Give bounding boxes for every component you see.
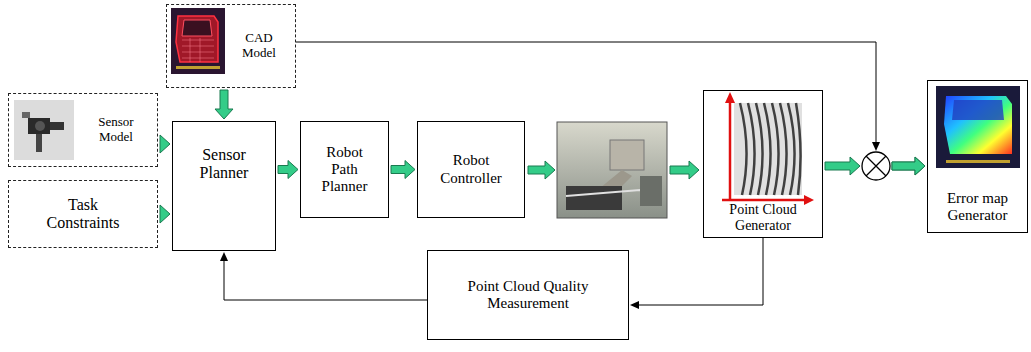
process-box: Robot Path Planner (300, 121, 389, 218)
arrow-head (872, 142, 880, 151)
connector-line (224, 260, 427, 300)
block-arrow (391, 161, 415, 179)
connector-line (638, 238, 763, 305)
error-map-image (936, 86, 1020, 168)
arrow-head (630, 301, 639, 309)
block-arrow (892, 157, 925, 175)
connector (160, 135, 170, 153)
box-label: Task Constraints (33, 196, 133, 233)
box-label: Error map Generator (933, 190, 1023, 225)
process-box: Sensor Model (8, 93, 158, 167)
process-box: Point Cloud Generator (703, 90, 823, 238)
block-arrow (892, 157, 925, 175)
process-box: Robot Controller (417, 121, 525, 218)
connector (220, 252, 427, 300)
box-label: CAD Model (229, 31, 289, 61)
connector (215, 90, 233, 119)
process-box: Task Constraints (8, 180, 158, 248)
process-box: CAD Model (166, 4, 296, 88)
block-arrow (160, 135, 170, 153)
block-arrow (278, 161, 298, 179)
summing-junction (862, 152, 890, 180)
point-cloud-image (722, 92, 814, 205)
block-arrow (215, 90, 233, 119)
connector (391, 161, 415, 179)
block-arrow (160, 205, 170, 223)
connector-line (296, 42, 876, 144)
box-label: Point Cloud Generator (708, 202, 818, 234)
connector (296, 42, 925, 175)
arrow-head (220, 252, 228, 261)
connector (630, 238, 763, 309)
process-box: Point Cloud Quality Measurement (427, 250, 629, 340)
robot-photo (557, 122, 667, 218)
block-arrow (825, 157, 860, 175)
sensor-image (14, 100, 74, 160)
box-label: Sensor Model (81, 115, 151, 145)
connector (825, 157, 925, 175)
cad-image (171, 8, 225, 74)
connector (278, 161, 298, 179)
box-label: Point Cloud Quality Measurement (448, 278, 608, 313)
process-box: Sensor Planner (172, 121, 276, 251)
flow-arrow (528, 161, 699, 179)
box-label: Robot Path Planner (314, 144, 376, 196)
process-box: Error map Generator (927, 80, 1028, 233)
connector (160, 205, 170, 223)
box-label: Sensor Planner (184, 146, 264, 183)
box-label: Robot Controller (429, 152, 513, 187)
